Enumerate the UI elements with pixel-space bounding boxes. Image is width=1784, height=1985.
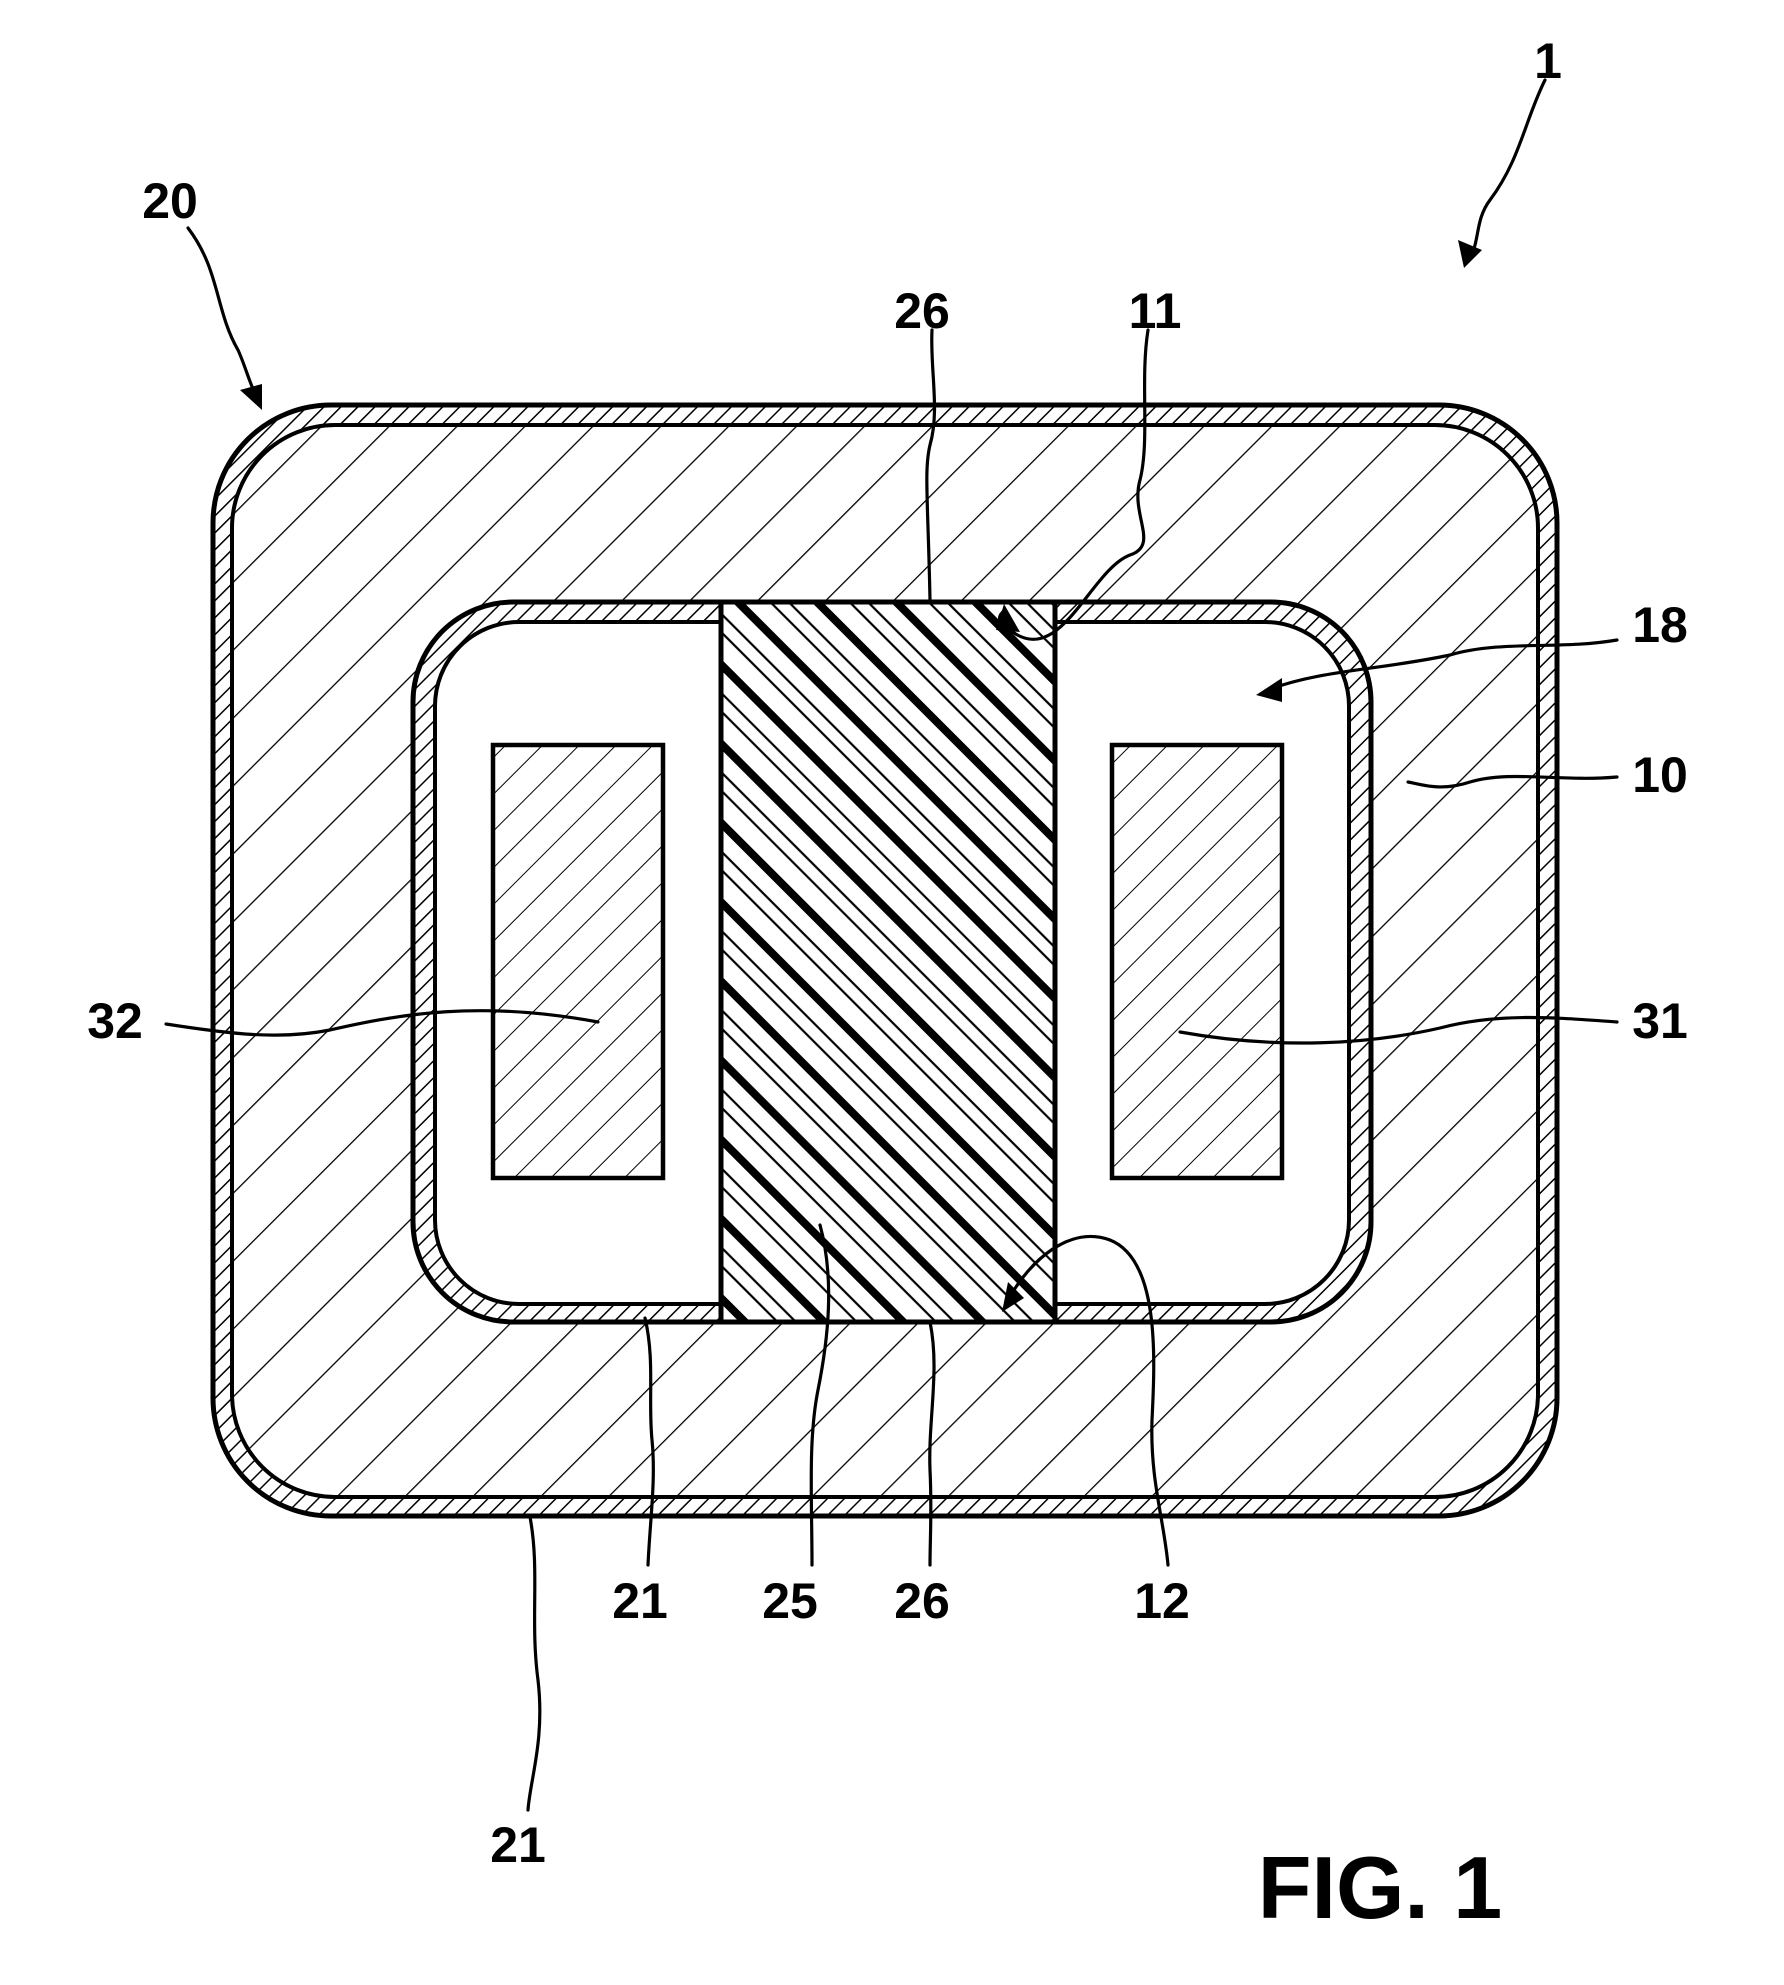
label-26-bottom: 26 <box>894 1573 950 1629</box>
winding-left <box>490 742 666 1181</box>
label-25: 25 <box>762 1573 818 1629</box>
figure-caption: FIG. 1 <box>1258 1838 1503 1937</box>
label-21-outer: 21 <box>490 1817 546 1873</box>
label-1: 1 <box>1534 33 1562 89</box>
label-11: 11 <box>1129 283 1182 339</box>
label-26-top: 26 <box>894 283 950 339</box>
label-31: 31 <box>1632 993 1688 1049</box>
label-32: 32 <box>87 993 143 1049</box>
label-12: 12 <box>1134 1573 1190 1629</box>
label-18: 18 <box>1632 597 1688 653</box>
label-20: 20 <box>142 173 198 229</box>
central-core <box>718 599 1058 1325</box>
label-10: 10 <box>1632 747 1688 803</box>
leader-lines <box>164 78 1619 1812</box>
winding-right <box>1109 742 1285 1181</box>
label-21-lower: 21 <box>612 1573 668 1629</box>
reference-labels: 1 20 26 11 18 10 32 31 21 25 26 12 21 <box>87 33 1688 1873</box>
